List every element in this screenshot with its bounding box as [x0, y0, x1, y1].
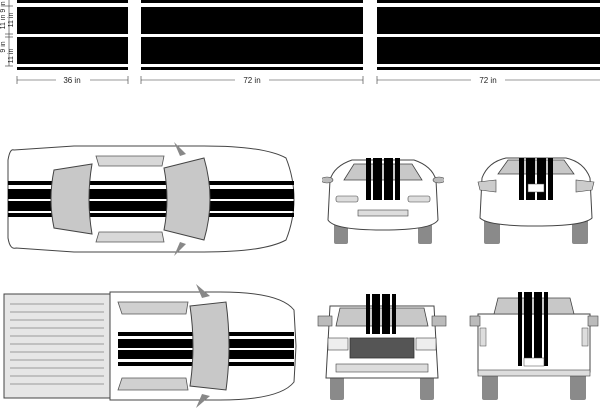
height-label-3: 11 in	[8, 13, 15, 28]
width-label-72a: 72 in	[243, 76, 260, 85]
height-label-1: 11 in	[0, 15, 7, 30]
height-annotation: 11 in 9 in 11 in 9 in 11 in	[0, 0, 15, 67]
truck-front-view	[317, 294, 447, 400]
stripe-panel-72in-a: 72 in	[140, 0, 364, 85]
width-label-36: 36 in	[63, 76, 80, 85]
height-label-2: 9 in	[0, 1, 7, 12]
truck-rear-view	[469, 292, 599, 400]
width-label-72b: 72 in	[479, 76, 496, 85]
stripe-dimensions-diagram: 11 in 9 in 11 in 9 in 11 in 36 in 72 in	[0, 0, 600, 85]
stripe-panel-72in-b: 72 in	[376, 0, 600, 85]
stripe-panel-36in: 36 in	[16, 0, 129, 85]
height-label-5: 11 in	[8, 49, 15, 64]
truck-top-view	[3, 284, 297, 408]
height-label-4: 9 in	[0, 41, 7, 52]
car-rear-view	[477, 157, 595, 244]
car-top-view	[7, 142, 295, 256]
car-front-view	[322, 158, 444, 244]
